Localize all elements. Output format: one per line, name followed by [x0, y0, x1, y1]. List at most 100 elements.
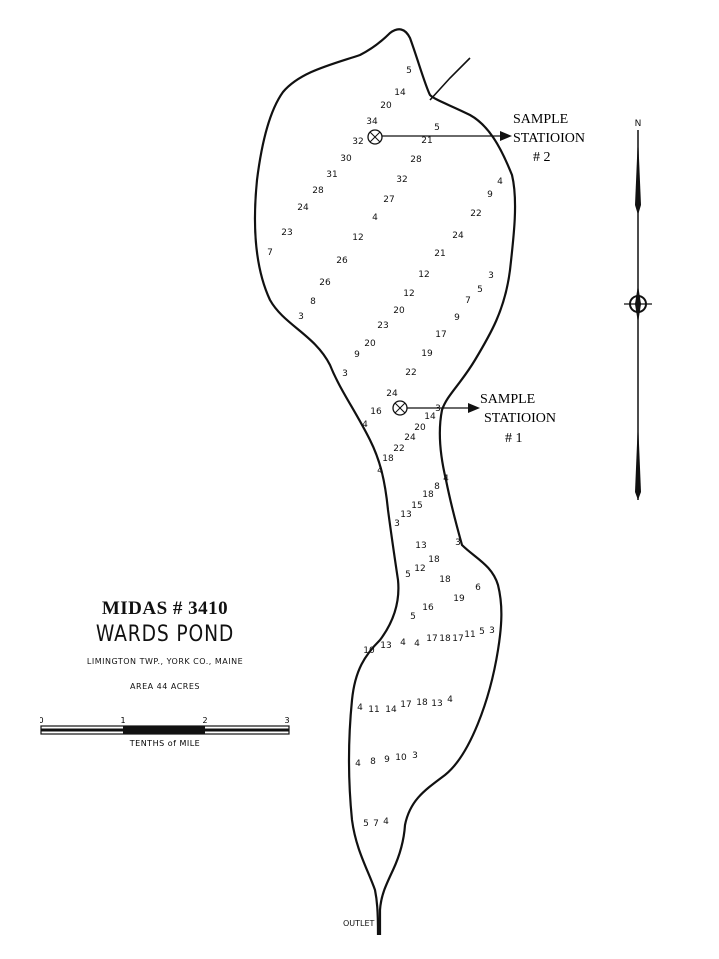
depth-sounding: 4 [383, 817, 389, 827]
depth-sounding: 14 [424, 412, 436, 422]
depth-sounding: 10 [363, 646, 375, 656]
depth-sounding: 21 [421, 136, 432, 146]
depth-sounding: 20 [380, 101, 392, 111]
depth-sounding: 24 [452, 231, 464, 241]
depth-sounding: 4 [400, 638, 406, 648]
depth-sounding: 16 [370, 407, 382, 417]
depth-sounding: 9 [487, 190, 493, 200]
depth-sounding: 5 [405, 570, 411, 580]
station-2-label-line3: # 2 [533, 150, 551, 165]
north-arrow-icon [624, 130, 652, 500]
depth-sounding: 14 [394, 88, 406, 98]
depth-sounding: 23 [281, 228, 292, 238]
depth-sounding: 4 [414, 639, 420, 649]
depth-sounding: 21 [434, 249, 445, 259]
depth-sounding: 4 [362, 420, 368, 430]
depth-sounding: 15 [411, 501, 422, 511]
title-block: MIDAS # 3410 WARDS POND LIMINGTON TWP., … [40, 598, 290, 691]
depth-sounding: 7 [267, 248, 273, 258]
sample-station-1-marker [392, 400, 480, 416]
depth-sounding: 4 [447, 695, 453, 705]
depth-sounding: 30 [340, 154, 352, 164]
depth-sounding: 28 [410, 155, 422, 165]
depth-sounding: 11 [464, 630, 475, 640]
depth-sounding: 3 [412, 751, 418, 761]
depth-sounding: 13 [431, 699, 442, 709]
depth-sounding: 12 [352, 233, 363, 243]
depth-sounding: 3 [394, 519, 400, 529]
depth-sounding: 24 [386, 389, 398, 399]
depth-sounding: 3 [488, 271, 494, 281]
depth-sounding: 18 [428, 555, 440, 565]
depth-sounding: 13 [415, 541, 426, 551]
depth-sounding: 8 [310, 297, 316, 307]
depth-sounding: 9 [454, 313, 460, 323]
depth-sounding: 17 [435, 330, 446, 340]
depth-sounding: 22 [470, 209, 481, 219]
depth-sounding: 13 [380, 641, 391, 651]
scale-unit-label: TENTHS of MILE [129, 739, 200, 748]
depth-sounding: 18 [439, 575, 451, 585]
depth-sounding: 17 [452, 634, 463, 644]
depth-sounding: 8 [370, 757, 376, 767]
depth-sounding: 7 [373, 819, 379, 829]
depth-sounding: 32 [352, 137, 363, 147]
depth-sounding: 19 [421, 349, 433, 359]
scale-tick-0: 0 [40, 716, 44, 725]
depth-sounding: 9 [384, 755, 390, 765]
depth-sounding: 24 [404, 433, 416, 443]
station-2-label-line1: SAMPLE [513, 112, 568, 127]
depth-sounding: 8 [434, 482, 440, 492]
depth-sounding: 26 [336, 256, 348, 266]
depth-sounding: 23 [377, 321, 388, 331]
midas-number: MIDAS # 3410 [101, 598, 229, 619]
depth-sounding: 32 [396, 175, 407, 185]
depth-sounding: 19 [453, 594, 465, 604]
depth-sounding: 3 [342, 369, 348, 379]
depth-sounding: 3 [455, 538, 461, 548]
outlet-label: OUTLET [343, 919, 375, 928]
depth-sounding: 14 [385, 705, 397, 715]
depth-sounding: 20 [414, 423, 426, 433]
station-1-label-line2: STATIOION [484, 411, 556, 426]
depth-sounding: 20 [364, 339, 376, 349]
scale-tick-2: 2 [202, 716, 207, 725]
depth-sounding: 22 [393, 444, 404, 454]
station-2-label-line2: STATIOION [513, 131, 585, 146]
depth-sounding: 6 [475, 583, 481, 593]
depth-sounding: 31 [326, 170, 337, 180]
shoreline [253, 28, 517, 936]
depth-sounding: 13 [400, 510, 411, 520]
depth-sounding: 3 [298, 312, 304, 322]
depth-sounding: 27 [383, 195, 394, 205]
depth-sounding: 28 [312, 186, 324, 196]
station-1-label-line3: # 1 [505, 431, 523, 446]
depth-sounding: 4 [443, 474, 449, 484]
depth-sounding: 18 [439, 634, 451, 644]
depth-sounding: 10 [395, 753, 407, 763]
depth-sounding: 17 [426, 634, 437, 644]
sample-station-2-marker [367, 129, 512, 145]
depth-sounding: 4 [357, 703, 363, 713]
depth-sounding: 9 [354, 350, 360, 360]
depth-sounding: 4 [497, 177, 503, 187]
depth-sounding: 26 [319, 278, 331, 288]
depth-sounding: 12 [403, 289, 414, 299]
location-text: LIMINGTON TWP., YORK CO., MAINE [86, 657, 244, 666]
inlet-stream [429, 57, 471, 101]
depth-sounding: 12 [414, 564, 425, 574]
scale-tick-1: 1 [120, 716, 125, 725]
depth-sounding: 16 [422, 603, 434, 613]
depth-sounding: 18 [382, 454, 394, 464]
depth-sounding: 4 [372, 213, 378, 223]
depth-sounding: 18 [416, 698, 428, 708]
depth-sounding: 12 [418, 270, 429, 280]
depth-sounding: 20 [393, 306, 405, 316]
pond-name: WARDS POND [95, 622, 235, 647]
station-1-label-line1: SAMPLE [480, 392, 535, 407]
area-text: AREA 44 ACRES [130, 682, 200, 691]
depth-sounding: 34 [366, 117, 378, 127]
scale-tick-3: 3 [284, 716, 289, 725]
